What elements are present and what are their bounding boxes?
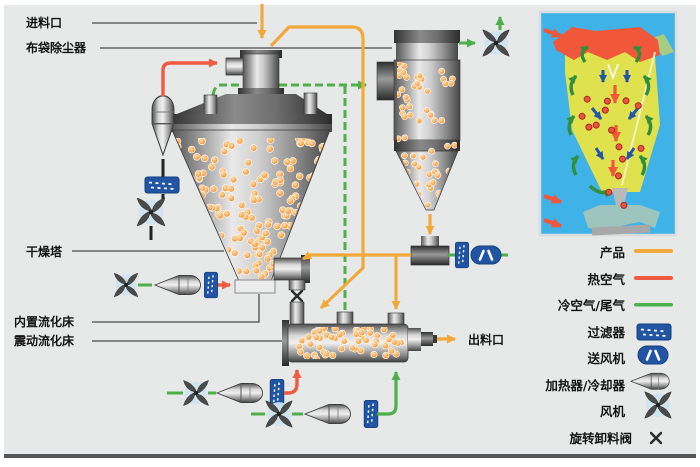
label-pointer-lines — [72, 22, 392, 342]
label-internal-fluidized-bed: 内置流化床 — [14, 314, 75, 329]
cool-air-to-bed — [377, 371, 401, 416]
bed-left-flange — [282, 320, 289, 366]
tower-top-cylinder — [242, 53, 280, 91]
tower-band-upper — [170, 114, 332, 124]
filter-icon — [636, 323, 672, 341]
air-train-tower-bottom — [113, 271, 231, 299]
filter-icon — [203, 271, 219, 299]
filter-icon — [144, 176, 180, 194]
legend-label-filter: 过滤器 — [587, 325, 625, 340]
filter-icon — [454, 241, 470, 269]
legend-label-fan: 风机 — [600, 404, 626, 419]
hot-air-to-bed — [284, 369, 302, 395]
cyclone-cone — [395, 150, 459, 211]
fan-icon — [265, 400, 293, 428]
tower-top-nozzle — [225, 57, 246, 76]
bed-inlet-pipe — [289, 301, 305, 327]
legend-label-hot-air: 热空气 — [587, 272, 625, 287]
bed-particles — [295, 327, 405, 359]
t-fitting-body — [410, 245, 450, 266]
label-drying-tower: 干燥塔 — [26, 244, 63, 259]
legend-swatch-cold-air — [634, 303, 673, 307]
inset-outlet-duct — [652, 34, 674, 56]
bed-reducer — [408, 328, 421, 351]
tower-side-outlet-flange — [301, 255, 310, 283]
cyclone-exhaust — [459, 16, 510, 57]
drying-tower — [170, 50, 332, 327]
inset-hot-air-zone — [553, 27, 660, 62]
fan-icon — [644, 391, 672, 419]
tower-top-flange — [238, 88, 284, 95]
cyclone-band — [394, 140, 460, 151]
bed-outlet-cap — [421, 332, 433, 346]
tower-bottom-collar — [234, 279, 276, 294]
bed-stub-mid — [336, 311, 354, 326]
inset-spray-line — [621, 51, 656, 186]
bed-stub-right — [387, 312, 405, 326]
legend-label-blower: 送风机 — [586, 351, 625, 366]
air-train-tower-top — [136, 58, 218, 240]
fines-return-line — [302, 251, 411, 261]
legend-swatch-product — [634, 249, 673, 253]
bag-filter-cyclone — [376, 30, 461, 211]
legend-swatch-hot-air — [634, 276, 673, 280]
valve-stub — [288, 279, 306, 291]
blower-icon — [636, 344, 670, 366]
tower-side-outlet — [273, 257, 305, 281]
fan-icon — [136, 197, 166, 227]
cyclone-cap — [394, 30, 460, 43]
blower-icon — [469, 244, 503, 266]
label-discharge-outlet: 出料口 — [468, 332, 504, 347]
label-vibrating-fluidized-bed: 震动流化床 — [14, 333, 75, 348]
inset-bottom-nozzle — [612, 188, 628, 205]
inset-red-arrows — [543, 28, 621, 228]
legend-label-rotary-valve: 旋转卸料阀 — [568, 431, 632, 446]
fan-icon — [482, 29, 510, 57]
legend-label-cold-air: 冷空气/尾气 — [558, 298, 626, 313]
bottom-rule — [4, 454, 696, 458]
legend: 产品 热空气 冷空气/尾气 过滤器 送风机 加热器/冷却器 风机 旋转卸料阀 — [544, 245, 673, 446]
cyclone-neck — [396, 43, 458, 60]
inset-green-arrows — [566, 45, 654, 198]
inset-tower-silhouette — [565, 42, 660, 192]
label-bag-filter: 布袋除尘器 — [26, 40, 87, 55]
filter-icon — [363, 399, 379, 429]
vibrating-fluidized-bed — [282, 311, 437, 366]
inset-bed-shape — [583, 205, 660, 230]
air-train-bed-cool — [251, 371, 401, 429]
inset-blue-arrows — [590, 70, 640, 160]
tower-top-product-line — [269, 25, 365, 310]
tower-interior-inset — [538, 10, 678, 237]
air-train-bed-hot — [167, 369, 302, 408]
legend-label-heater-cooler: 加热器/冷却器 — [544, 378, 625, 393]
t-fitting-stub — [421, 236, 439, 246]
tower-band-lower — [170, 124, 332, 132]
hot-air-to-tower-top — [161, 58, 218, 96]
label-feed-inlet: 进料口 — [26, 15, 62, 30]
product-lines — [257, 4, 456, 344]
legend-label-product: 产品 — [600, 245, 625, 260]
fan-icon — [113, 272, 139, 298]
fan-icon — [182, 379, 210, 407]
bed-outlet-tip — [433, 335, 437, 343]
inset-nozzle-spray — [607, 63, 619, 81]
inset-bed-base — [591, 224, 651, 236]
